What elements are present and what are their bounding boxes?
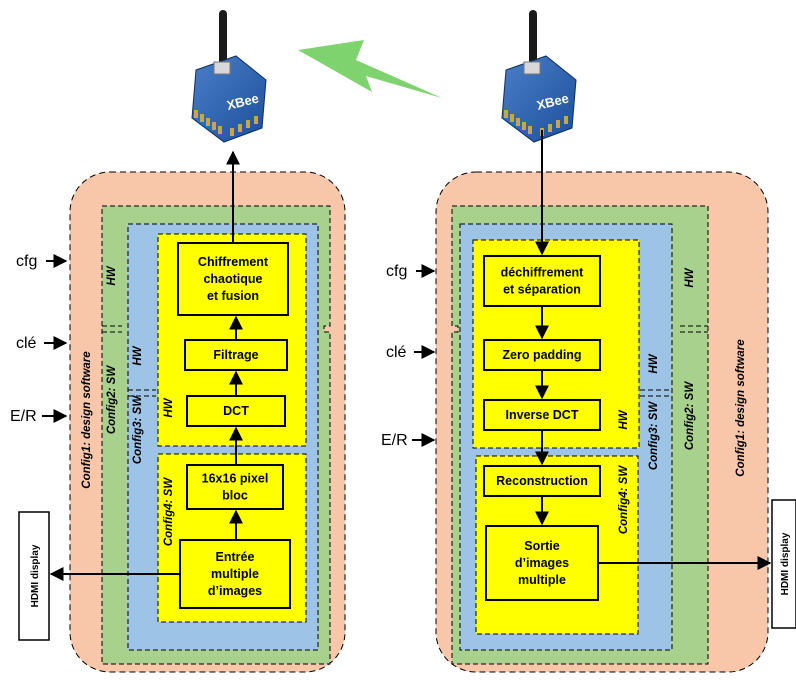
block-chiffrement-text: Chiffrement chaotique et fusion	[198, 255, 269, 303]
block-bloc	[186, 464, 284, 510]
left-system: Chiffrement chaotique et fusion Filtrage D…	[10, 150, 346, 673]
config3-label: Config3: SW	[648, 401, 660, 470]
hw-blue-label: HW	[648, 353, 660, 373]
block-text-line: multiple	[518, 573, 566, 587]
block-text-line: DCT	[223, 404, 249, 418]
port-er-label: E/R	[10, 408, 37, 425]
hw-yellow-label: HW	[618, 409, 630, 429]
block-text-line: d’images	[208, 584, 262, 598]
block-dechiffrement-text: déchiffrement et séparation	[501, 266, 584, 297]
block-text-line: et séparation	[503, 283, 581, 297]
hw-green-label: HW	[684, 267, 696, 287]
block-text-line: 16x16 pixel	[202, 472, 269, 486]
block-inverse-dct-text: Inverse DCT	[506, 408, 579, 422]
config4-label: Config4: SW	[163, 477, 175, 546]
block-dct	[186, 395, 286, 427]
block-text-line: Entrée	[216, 550, 255, 564]
port-cfg-label: cfg	[16, 253, 37, 270]
hdmi-display-left-label: HDMI display	[30, 544, 41, 607]
block-text-line: Filtrage	[213, 348, 258, 362]
hdmi-display-left	[18, 511, 50, 641]
block-text-line: Chiffrement	[198, 255, 269, 269]
block-entree-text: Entrée multiple d’images	[208, 550, 262, 598]
port-cle-label: clé	[386, 344, 407, 361]
hw-yellow-label: HW	[163, 397, 175, 417]
block-bloc-text: 16x16 pixel bloc	[202, 472, 269, 503]
config2-label: Config2: SW	[684, 381, 696, 450]
hw-green-label: HW	[106, 265, 118, 285]
block-chiffrement	[177, 242, 289, 316]
config4-label: Config4: SW	[618, 465, 630, 534]
config1-label: Config1: design software	[81, 351, 93, 489]
block-sortie-text: Sortie d’images multiple	[515, 539, 569, 587]
block-text-line: et fusion	[207, 289, 259, 303]
hdmi-display-right-label: HDMI display	[780, 532, 791, 595]
xbee-module-icon: XBee	[191, 10, 267, 143]
block-text-line: multiple	[211, 567, 259, 581]
block-zero-padding-text: Zero padding	[502, 348, 581, 362]
config3-label: Config3: SW	[132, 395, 144, 464]
block-text-line: Reconstruction	[496, 474, 588, 488]
block-filtrage	[184, 339, 288, 371]
block-sortie	[485, 525, 599, 601]
hw-blue-label: HW	[132, 345, 144, 365]
block-text-line: bloc	[222, 489, 248, 503]
port-cfg-label: cfg	[386, 263, 407, 280]
block-inverse-dct	[483, 399, 601, 431]
block-text-line: Inverse DCT	[506, 408, 579, 422]
hdmi-display-right	[771, 499, 796, 629]
port-cle-label: clé	[16, 335, 37, 352]
block-text-line: Sortie	[524, 539, 559, 553]
block-dct-text: DCT	[223, 404, 249, 418]
block-text-line: d’images	[515, 556, 569, 570]
config1-label: Config1: design software	[735, 339, 747, 477]
block-filtrage-text: Filtrage	[213, 348, 258, 362]
lightning-link-icon	[298, 40, 442, 98]
config2-label: Config2: SW	[106, 365, 118, 434]
block-reconstruction-text: Reconstruction	[496, 474, 588, 488]
port-er-label: E/R	[381, 432, 408, 449]
block-text-line: chaotique	[203, 272, 262, 286]
block-text-line: Zero padding	[502, 348, 581, 362]
block-dechiffrement	[483, 255, 601, 307]
xbee-module-icon: XBee	[501, 10, 577, 143]
block-text-line: déchiffrement	[501, 266, 584, 280]
